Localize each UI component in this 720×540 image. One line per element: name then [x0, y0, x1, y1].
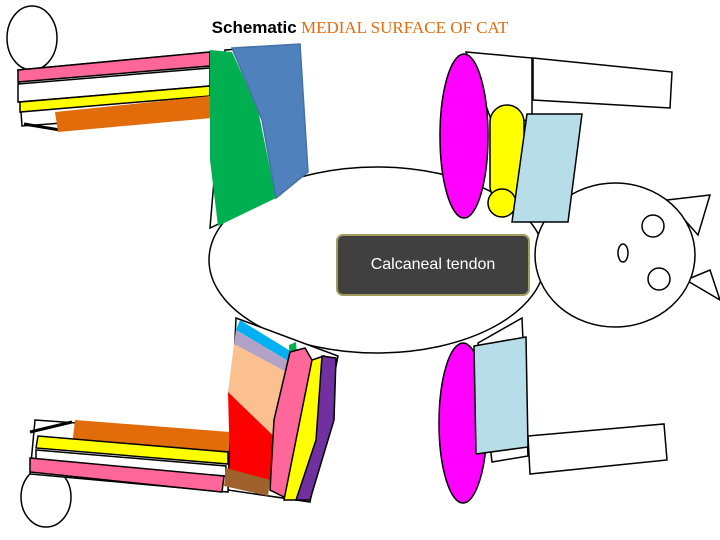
muscle-lightblue-lower-right	[473, 336, 529, 455]
muscle-cyan-lower-left	[236, 320, 292, 362]
muscle-yellow-lower-left	[35, 435, 229, 465]
muscle-orange-upper-left	[55, 96, 212, 132]
heel-lower-left	[29, 420, 73, 434]
cat-nose	[617, 243, 629, 263]
muscle-pink-lower-left	[29, 457, 225, 493]
muscle-lavender-lower-left	[234, 330, 290, 374]
paw-lower-right	[527, 423, 668, 475]
calcaneal-tendon-label[interactable]: Calcaneal tendon	[336, 234, 530, 296]
muscle-green-upper-left	[210, 50, 276, 226]
muscle-purple-lower-left-thigh	[294, 355, 337, 501]
muscle-magenta-upper-right	[439, 53, 489, 219]
diagram-title: Schematic MEDIAL SURFACE OF CAT	[0, 16, 720, 40]
muscle-brown-lower-left	[224, 468, 270, 496]
heel-upper-left	[23, 122, 61, 132]
title-main: MEDIAL SURFACE OF CAT	[300, 18, 509, 37]
tendon-yellow-upper-right	[487, 188, 517, 218]
muscle-lightblue-upper-right	[511, 113, 583, 223]
cat-eye-upper	[641, 214, 665, 238]
cat-ear-bottom	[684, 268, 720, 301]
cat-eye-lower	[647, 267, 671, 291]
title-prefix: Schematic	[211, 18, 297, 37]
paw-upper-right	[532, 57, 673, 109]
muscle-blue-upper-left	[230, 43, 309, 200]
